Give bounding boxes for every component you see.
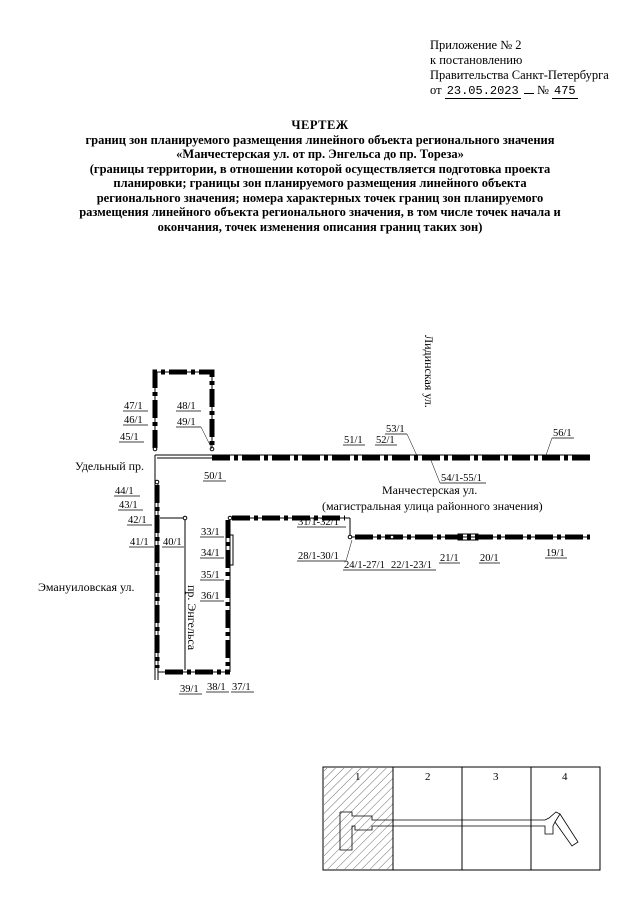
- point-31: 31/1-32/1: [298, 517, 339, 528]
- street-manchesterskaya-note: (магистральная улица районного значения): [322, 499, 543, 513]
- point-54: 54/1-55/1: [441, 473, 482, 484]
- sheet-3-number: 3: [493, 771, 499, 783]
- appendix-line-3: Правительства Санкт-Петербурга: [430, 68, 609, 82]
- point-56: 56/1: [553, 428, 572, 439]
- point-53: 53/1: [386, 424, 405, 435]
- title-line-4: планировки; границы зон планируемого раз…: [113, 176, 527, 190]
- street-emanuilovskaya: Эмануиловская ул.: [38, 580, 134, 594]
- point-labels: 47/1 46/1 45/1 48/1 49/1 50/1 51/1 52/1 …: [114, 401, 574, 695]
- boundary-heavy: [152, 369, 590, 675]
- appendix-date-line: от 23.05.2023 № 475: [430, 83, 609, 99]
- point-48: 48/1: [177, 401, 196, 412]
- boundary-outline: [154, 371, 590, 680]
- point-38: 38/1: [207, 682, 226, 693]
- street-lidinskaya: Лидинская ул.: [422, 335, 436, 408]
- point-39: 39/1: [180, 684, 199, 695]
- title-heading: ЧЕРТЕЖ: [291, 118, 349, 132]
- sheet-1-hatched: [324, 768, 393, 869]
- title-line-2: «Манчестерская ул. от пр. Энгельса до пр…: [176, 147, 464, 161]
- title-line-1: границ зон планируемого размещения линей…: [85, 132, 555, 147]
- point-42: 42/1: [128, 515, 147, 526]
- point-43: 43/1: [119, 500, 138, 511]
- street-udelny: Удельный пр.: [75, 459, 144, 473]
- title-line-5: регионального значения; номера характерн…: [96, 190, 544, 205]
- index-route-outline: [339, 811, 579, 851]
- point-24: 24/1-27/1: [344, 560, 385, 571]
- point-51: 51/1: [344, 435, 363, 446]
- document-title: ЧЕРТЕЖ границ зон планируемого размещени…: [20, 118, 620, 234]
- point-40: 40/1: [163, 537, 182, 548]
- appendix-from: от: [430, 83, 442, 97]
- point-34: 34/1: [201, 548, 220, 559]
- sheet-2-number: 2: [425, 771, 431, 783]
- point-41: 41/1: [130, 537, 149, 548]
- appendix-line-2: к постановлению: [430, 53, 523, 67]
- sheet-1-number: 1: [355, 771, 361, 783]
- point-45: 45/1: [120, 432, 139, 443]
- point-52: 52/1: [376, 435, 395, 446]
- point-46: 46/1: [124, 415, 143, 426]
- title-line-7: окончания, точек изменения описания гран…: [157, 219, 483, 234]
- title-line-6: размещения линейного объекта регионально…: [79, 205, 561, 219]
- point-47: 47/1: [124, 401, 143, 412]
- appendix-number: 475: [552, 84, 578, 99]
- point-35: 35/1: [201, 570, 220, 581]
- point-44: 44/1: [115, 486, 134, 497]
- point-37: 37/1: [232, 682, 251, 693]
- street-manchesterskaya: Манчестерская ул.: [382, 483, 477, 497]
- point-19: 19/1: [546, 548, 565, 559]
- title-line-3: (границы территории, в отношении которой…: [89, 161, 551, 176]
- point-21: 21/1: [440, 553, 459, 564]
- sheet-4-number: 4: [562, 771, 568, 783]
- point-20: 20/1: [480, 553, 499, 564]
- street-engelsa: пр. Энгельса: [185, 585, 199, 651]
- point-49: 49/1: [177, 417, 196, 428]
- boundary-points: [152, 446, 395, 540]
- sheet-index-map: 1 2 3 4: [322, 766, 601, 871]
- point-50: 50/1: [204, 471, 223, 482]
- point-22: 22/1-23/1: [391, 560, 432, 571]
- point-33: 33/1: [201, 527, 220, 538]
- appendix-block: Приложение № 2 к постановлению Правитель…: [430, 38, 609, 99]
- point-36: 36/1: [201, 591, 220, 602]
- point-28: 28/1-30/1: [298, 551, 339, 562]
- appendix-no-label: №: [536, 83, 549, 97]
- appendix-line-1: Приложение № 2: [430, 38, 522, 52]
- appendix-date: 23.05.2023: [444, 84, 521, 99]
